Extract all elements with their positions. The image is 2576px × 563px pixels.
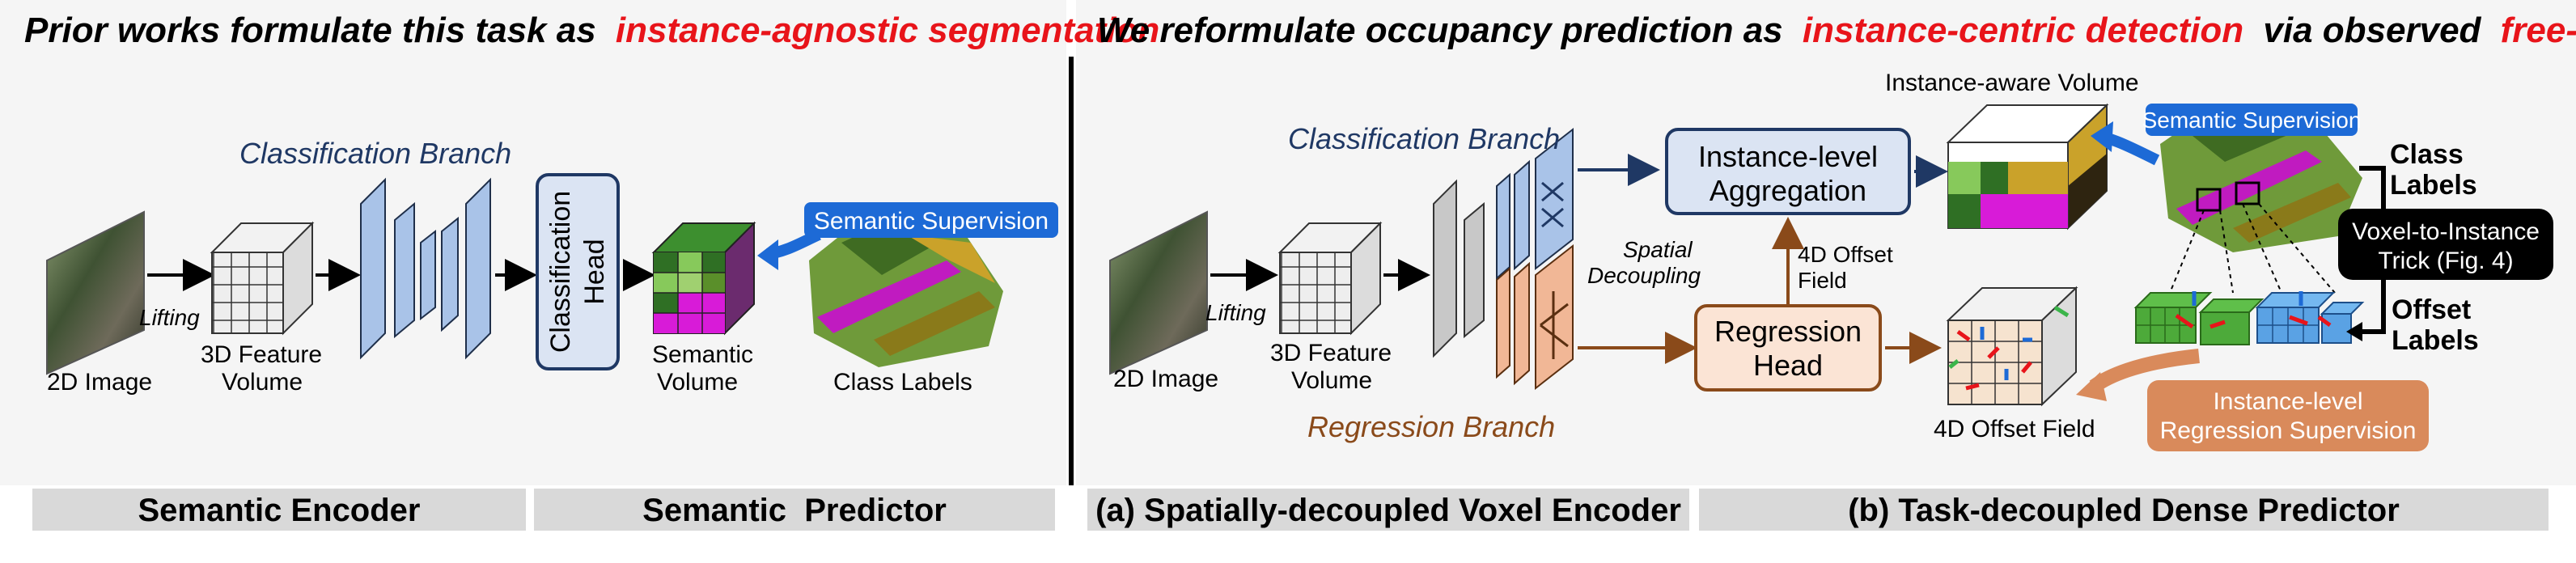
left-branch-label: Classification Branch [239,137,511,170]
right-cls-slabs [1496,127,1574,281]
left-class-labels-label: Class Labels [833,369,972,396]
reg-supervision-label-2: Regression Supervision [2160,417,2417,444]
regression-supervision-arrowhead [2076,372,2107,401]
footer-voxel-encoder-text: (a) Spatially-decoupled Voxel Encoder [1095,493,1681,528]
left-head-label-1: Classification [545,191,576,353]
instance-aggregation-box [1665,128,1911,215]
offset-labels-arrowhead [2346,322,2362,341]
right-cls-branch-label: Classification Branch [1288,122,1560,155]
footer-dense-predictor [1699,489,2548,531]
offset-field-volume-label: 4D Offset Field [1934,416,2095,442]
left-volume-label-1: 3D Feature [201,341,322,368]
left-2d-image [46,210,145,375]
left-feature-volume [210,221,315,336]
aggregation-label-2: Aggregation [1710,174,1866,207]
right-shared-slabs [1433,179,1485,358]
left-image-label: 2D Image [47,369,152,396]
left-semantic-label-1: Semantic [652,341,753,368]
offset-field-volume [1946,286,2078,407]
left-encoder-slabs [360,177,491,360]
left-classification-head [536,173,620,370]
class-labels-connector [2359,166,2386,210]
right-spatial-label-2: Decoupling [1587,263,1701,288]
offset-labels-1: Offset [2392,294,2471,325]
left-head-label-2: Head [579,239,610,304]
right-semantic-supervision-badge [2146,104,2358,136]
right-feature-volume [1277,221,1383,336]
right-reg-branch-label: Regression Branch [1307,410,1555,443]
instance-volume-label: Instance-aware Volume [1885,70,2139,96]
right-image-label: 2D Image [1113,366,1218,392]
left-supervision-arrowhead [757,239,778,270]
right-cls-decoupling-marks [1541,181,1564,228]
reg-supervision-label-1: Instance-level [2213,388,2362,415]
left-volume-label-2: Volume [222,369,303,396]
offset-labels-2: Labels [2392,325,2479,356]
footer-semantic-predictor [534,489,1055,531]
right-headline: We reformulate occupancy prediction as i… [1097,11,2576,50]
right-volume-label-2: Volume [1291,367,1372,394]
left-semantic-volume [651,221,756,336]
footer-semantic-encoder [32,489,526,531]
left-semantic-supervision-text: Semantic Supervision [814,208,1049,235]
left-semantic-supervision-badge [804,202,1058,238]
voxel-to-instance-trick-box [2338,209,2553,280]
offset-field-label-1: 4D Offset [1798,242,1893,267]
right-class-labels-2: Labels [2390,170,2477,201]
instance-aware-volume [1946,103,2109,231]
regression-head-box [1694,304,1882,392]
instance-dotted-lines [2169,203,2336,294]
left-headline: Prior works formulate this task as insta… [24,11,1159,50]
right-semantic-supervision-text: Semantic Supervision [2142,108,2362,133]
footer-semantic-predictor-text: Semantic Predictor [642,493,947,528]
left-class-labels-cloud [809,215,1003,367]
trick-label-2: Trick (Fig. 4) [2378,248,2513,274]
right-volume-label-1: 3D Feature [1270,340,1392,366]
instance-voxel-blocks [2133,291,2365,345]
regression-label-2: Head [1753,349,1823,382]
offset-labels-connector [2358,280,2386,334]
right-2d-image [1109,210,1208,375]
footer-dense-predictor-text: (b) Task-decoupled Dense Predictor [1848,493,2400,528]
footer-voxel-encoder [1087,489,1689,531]
right-lifting-label: Lifting [1205,300,1266,325]
right-class-labels-1: Class [2390,139,2464,170]
offset-field-label-2: Field [1798,268,1847,293]
aggregation-label-1: Instance-level [1698,140,1878,173]
regression-supervision-box [2147,380,2429,451]
right-supervision-arrowhead [2091,121,2113,152]
trick-label-1: Voxel-to-Instance [2352,218,2540,245]
regression-label-1: Regression [1714,315,1862,348]
left-semantic-label-2: Volume [657,369,738,396]
right-reg-decoupling-marks [1540,291,1569,359]
left-lifting-label: Lifting [139,305,200,330]
right-spatial-label-1: Spatial [1623,237,1693,262]
footer-semantic-encoder-text: Semantic Encoder [138,493,420,528]
